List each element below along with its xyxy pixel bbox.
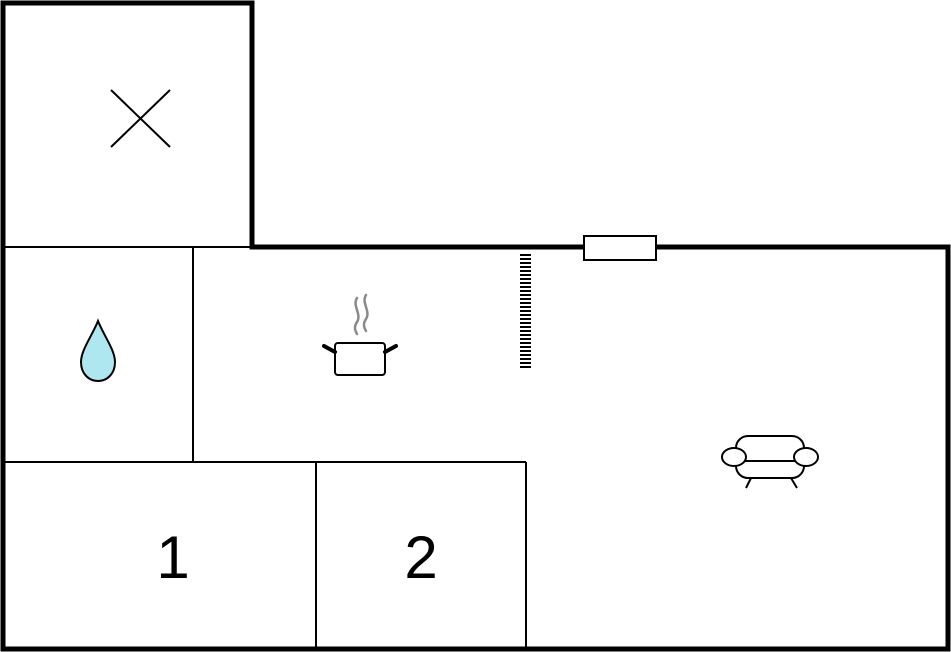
cooking-pot-icon [322,293,398,376]
interior-walls [3,246,527,649]
steam-icon [353,293,369,336]
sofa-icon [721,435,819,489]
room-living-room [721,435,819,489]
water-drop-icon [79,318,117,383]
room-label-1: 1 [156,524,189,591]
room-kitchen [322,293,398,376]
stairs-icon [520,254,531,368]
room-storage [110,89,171,148]
room-bathroom [79,318,117,383]
cross-icon [110,89,171,148]
room-label-2: 2 [404,524,437,591]
window-icon [583,235,657,261]
